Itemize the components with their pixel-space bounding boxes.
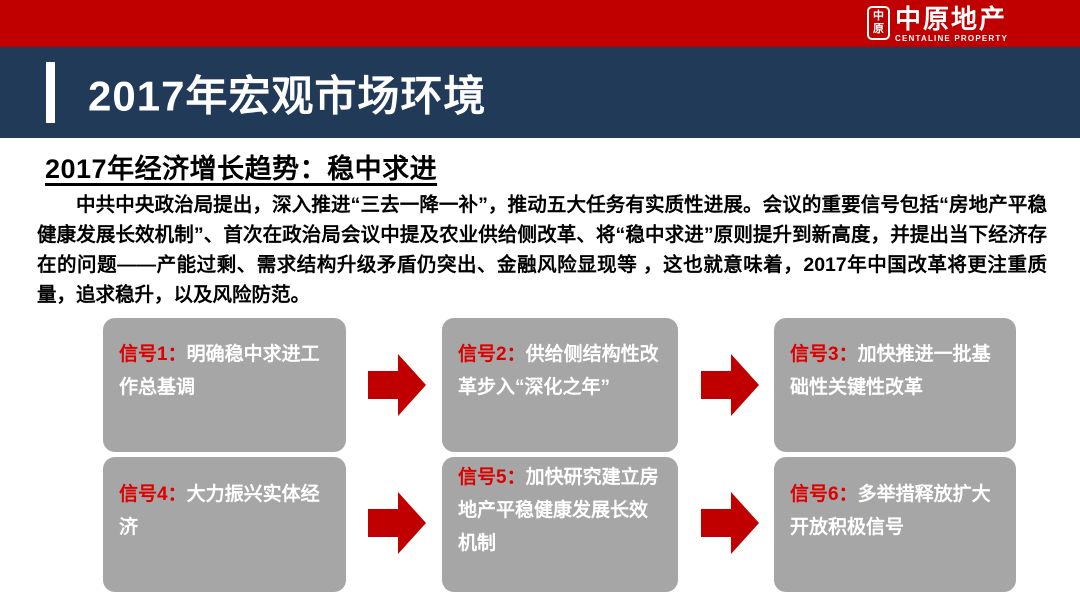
signal-body: 大力振兴实体经济 <box>119 483 320 538</box>
signal-text: 信号4：大力振兴实体经济 <box>119 478 328 544</box>
signal-text: 信号2：供给侧结构性改革步入“深化之年” <box>458 338 660 404</box>
signal-label: 信号5： <box>458 467 526 488</box>
top-brand-bar: 中 原 中原地产 CENTALINE PROPERTY <box>0 0 1080 47</box>
signal-box-6: 信号6：多举措释放扩大开放积极信号 <box>774 457 1016 592</box>
signal-label: 信号6： <box>790 483 858 505</box>
right-arrow-icon <box>368 492 426 554</box>
signal-box-2: 信号2：供给侧结构性改革步入“深化之年” <box>442 318 678 452</box>
section-heading: 2017年经济增长趋势：稳中求进 <box>45 154 438 184</box>
logo-name-en: CENTALINE PROPERTY <box>894 34 1008 43</box>
centaline-seal-icon: 中 原 <box>866 6 890 40</box>
signal-box-4: 信号4：大力振兴实体经济 <box>103 457 346 592</box>
right-arrow-icon <box>701 492 759 554</box>
signal-body: 加快研究建立房地产平稳健康发展长效机制 <box>458 467 659 554</box>
centaline-logo: 中 原 中原地产 CENTALINE PROPERTY <box>866 6 1008 43</box>
signal-body: 明确稳中求进工作总基调 <box>119 344 320 398</box>
signal-text: 信号3：加快推进一批基础性关键性改革 <box>790 338 998 404</box>
signal-box-1: 信号1：明确稳中求进工作总基调 <box>103 318 346 452</box>
signal-text: 信号6：多举措释放扩大开放积极信号 <box>790 478 998 544</box>
signal-label: 信号2： <box>458 344 526 365</box>
body-paragraph: 中共中央政治局提出，深入推进“三去一降一补”，推动五大任务有实质性进展。会议的重… <box>37 194 1047 306</box>
logo-text: 中原地产 CENTALINE PROPERTY <box>895 6 1008 43</box>
signal-body: 加快推进一批基础性关键性改革 <box>790 344 991 398</box>
signal-label: 信号3： <box>790 344 858 365</box>
seal-char-bottom: 原 <box>872 23 884 35</box>
logo-name-cn: 中原地产 <box>894 4 1007 34</box>
page-title: 2017年宏观市场环境 <box>88 72 487 119</box>
right-arrow-icon <box>701 354 759 416</box>
signal-body: 多举措释放扩大开放积极信号 <box>790 483 991 538</box>
signal-box-3: 信号3：加快推进一批基础性关键性改革 <box>774 318 1016 452</box>
title-bar: 2017年宏观市场环境 <box>0 47 1080 138</box>
signal-body: 供给侧结构性改革步入“深化之年” <box>458 344 659 398</box>
signal-box-5: 信号5：加快研究建立房地产平稳健康发展长效机制 <box>442 457 678 592</box>
signal-text: 信号5：加快研究建立房地产平稳健康发展长效机制 <box>458 461 660 560</box>
signal-label: 信号4： <box>119 483 187 505</box>
signal-text: 信号1：明确稳中求进工作总基调 <box>119 338 328 404</box>
seal-char-top: 中 <box>872 10 884 22</box>
signal-label: 信号1： <box>119 344 187 365</box>
title-accent-bar <box>46 62 55 123</box>
right-arrow-icon <box>368 354 426 416</box>
